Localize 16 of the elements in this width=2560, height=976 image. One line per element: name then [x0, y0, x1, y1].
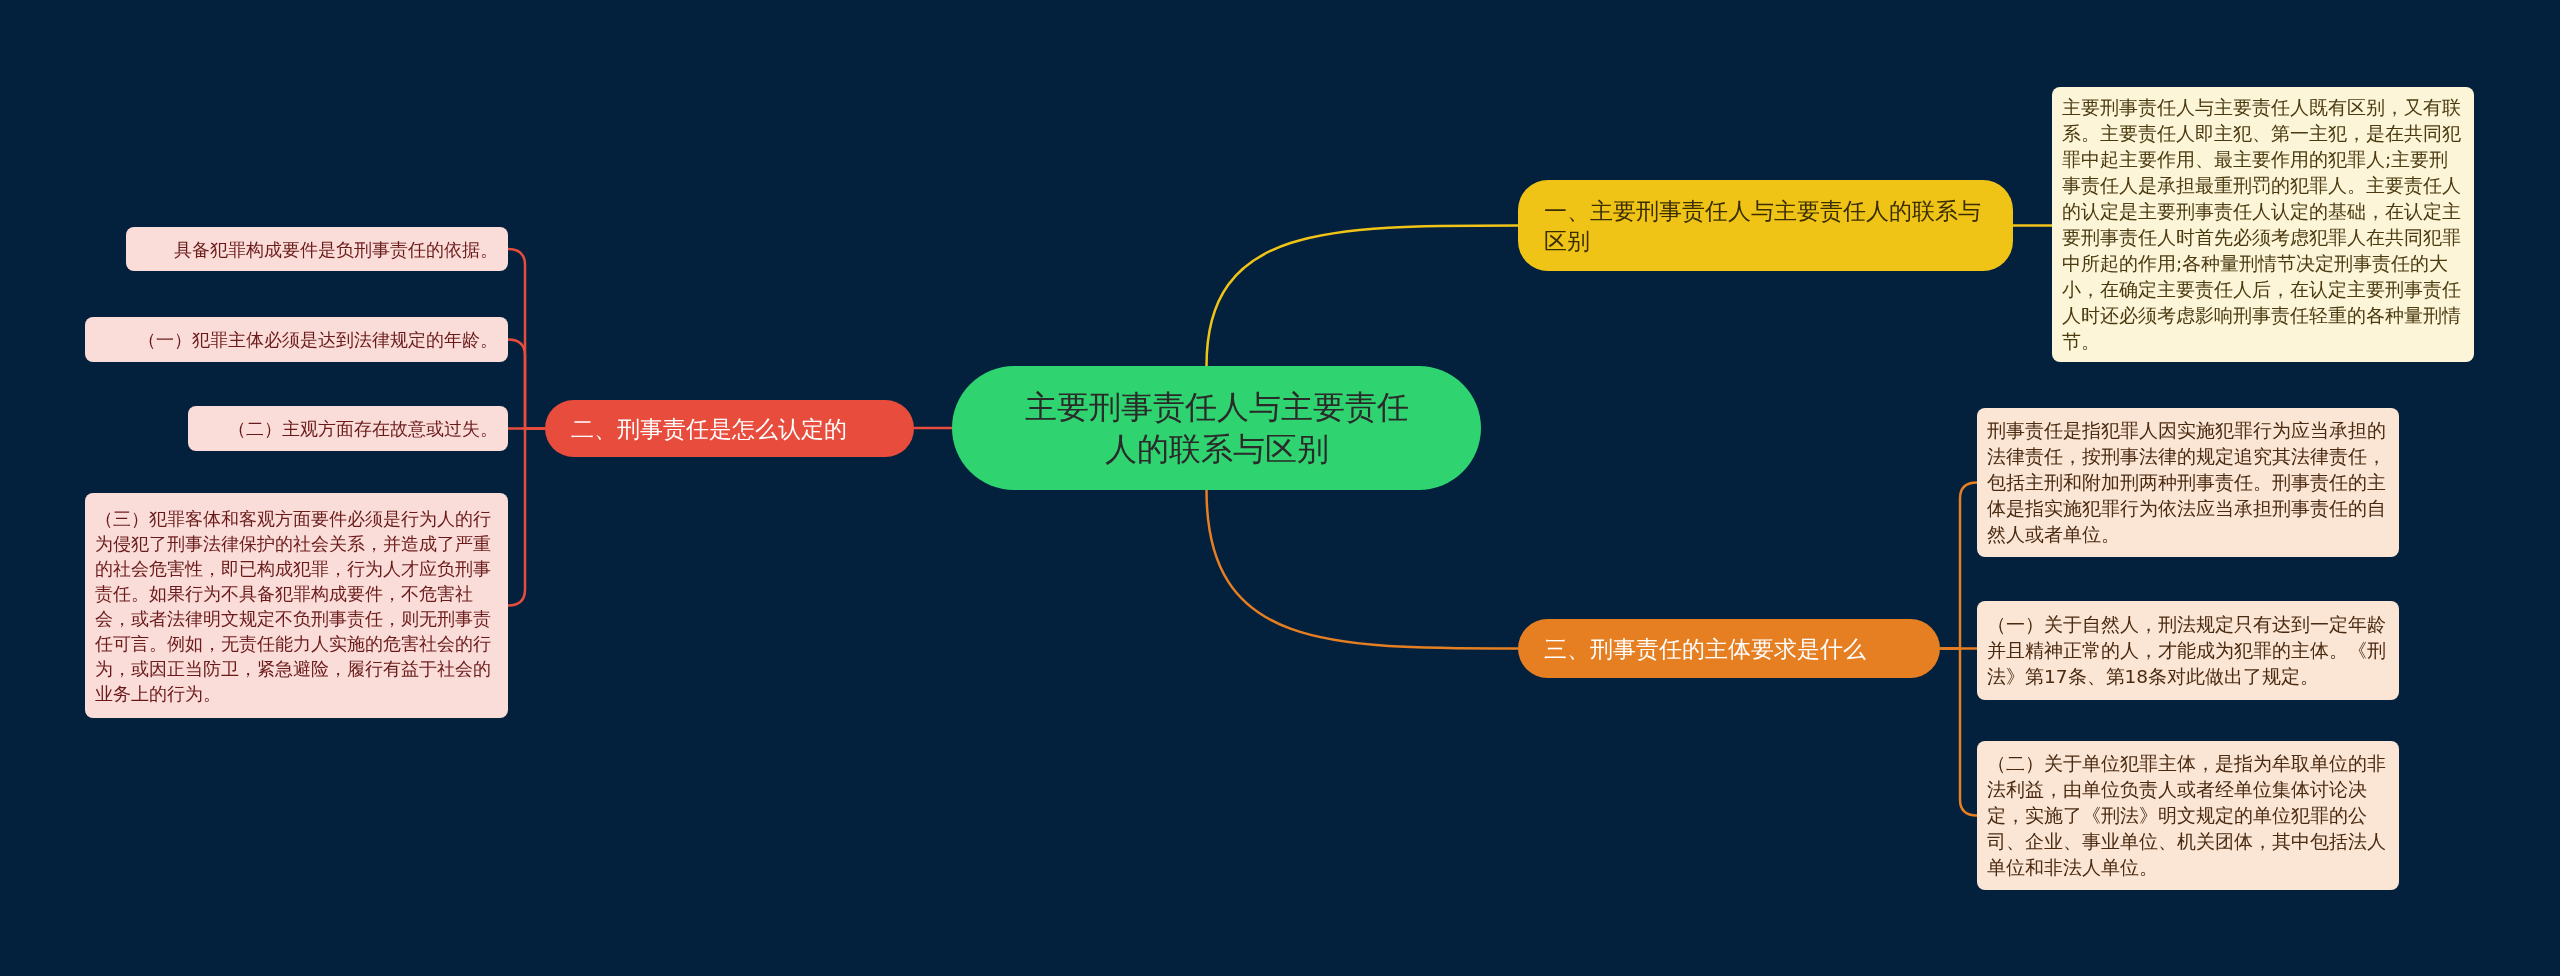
note-box: 具备犯罪构成要件是负刑事责任的依据。 — [126, 227, 508, 271]
connector-line — [1205, 224, 1518, 367]
note-box: 刑事责任是指犯罪人因实施犯罪行为应当承担的法律责任，按刑事法律的规定追究其法律责任，包括主刑和附加刑两种刑事责任。刑事责任的主体是指实施犯罪行为依法应当承担刑事责任的自然人或者单位。 — [1977, 408, 2399, 557]
note-box: （二）关于单位犯罪主体，是指为牟取单位的非法利益，由单位负责人或者经单位集体讨论决定，实施了《刑法》明文规定的单位犯罪的公司、企业、事业单位、机关团体，其中包括法人单位和非法人单位。 — [1977, 741, 2399, 890]
central-topic: 主要刑事责任人与主要责任人的联系与区别 — [952, 366, 1481, 490]
note-box: （三）犯罪客体和客观方面要件必须是行为人的行为侵犯了刑事法律保护的社会关系，并造成了严重的社会危害性，即已构成犯罪，行为人才应负刑事责任。如果行为不具备犯罪构成要件，不危害社会，或者法律明文规定不负刑事责任，则无刑事责任可言。例如，无责任能力人实施的危害社会的行为，或因正当防卫，紧急避险，履行有益于社会的业务上的行为。 — [85, 493, 508, 718]
connector-line — [2013, 224, 2052, 227]
connector-line — [1205, 489, 1518, 650]
topic-box: 一、主要刑事责任人与主要责任人的联系与区别 — [1518, 180, 2013, 271]
note-box: （二）主观方面存在故意或过失。 — [188, 406, 508, 451]
note-box: （一）关于自然人，刑法规定只有达到一定年龄并且精神正常的人，才能成为犯罪的主体。《刑法》第17条、第18条对此做出了规定。 — [1977, 601, 2399, 700]
topic-box: 二、刑事责任是怎么认定的 — [545, 400, 914, 457]
topic-box: 三、刑事责任的主体要求是什么 — [1518, 619, 1940, 678]
note-box: 主要刑事责任人与主要责任人既有区别，又有联系。主要责任人即主犯、第一主犯，是在共同犯罪中起主要作用、最主要作用的犯罪人;主要刑事责任人是承担最重刑罚的犯罪人。主要责任人的认定是主要刑事责任人认定的基础，在认定主要刑事责任人时首先必须考虑犯罪人在共同犯罪中所起的作用;各种量刑情节决定刑事责任的大小，在确定主要责任人后，在认定主要刑事责任人时还必须考虑影响刑事责任轻重的各种量刑情节。 — [2052, 87, 2474, 362]
connector-line — [914, 426, 952, 430]
note-box: （一）犯罪主体必须是达到法律规定的年龄。 — [85, 317, 508, 362]
